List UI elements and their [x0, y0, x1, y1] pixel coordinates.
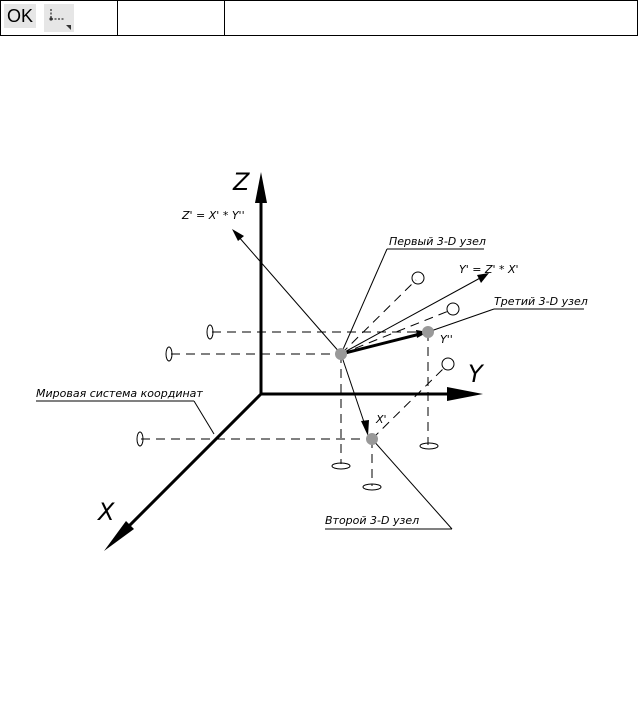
z-prime-axis: [237, 235, 342, 355]
x-axis-label: X: [96, 498, 115, 526]
third-node-label: Третий 3-D узел: [494, 295, 588, 308]
y-axis-label: Y: [468, 360, 485, 388]
first-3d-node: [335, 348, 347, 360]
x-axis: [116, 392, 263, 539]
y-double-prime-label: Y'': [440, 333, 453, 346]
projection-markers: [136, 271, 460, 491]
first-to-second-link: [340, 353, 367, 429]
z-axis-label: Z: [232, 168, 250, 196]
arrowheads: [104, 172, 489, 551]
y-prime-axis: [340, 276, 483, 355]
z-prime-formula: Z' = X' * Y'': [181, 209, 245, 222]
second-3d-node: [366, 433, 378, 445]
leader-lines: [36, 248, 584, 530]
ok-button[interactable]: OK: [4, 4, 37, 28]
x-prime-label: X': [375, 413, 387, 426]
second-node-label: Второй 3-D узел: [325, 514, 419, 527]
world-cs-label: Мировая система координат: [36, 387, 203, 400]
toolbar-cell-empty-1: [118, 1, 225, 35]
projection-lines: [141, 279, 452, 486]
coordinate-axes-icon[interactable]: [44, 4, 74, 32]
third-3d-node: [422, 326, 434, 338]
toolbar: OK: [0, 0, 638, 36]
toolbar-cell-buttons: OK: [1, 1, 118, 35]
first-node-label: Первый 3-D узел: [389, 235, 486, 248]
y-prime-formula: Y' = Z' * X': [459, 263, 519, 276]
first-to-third-link: [340, 330, 429, 356]
